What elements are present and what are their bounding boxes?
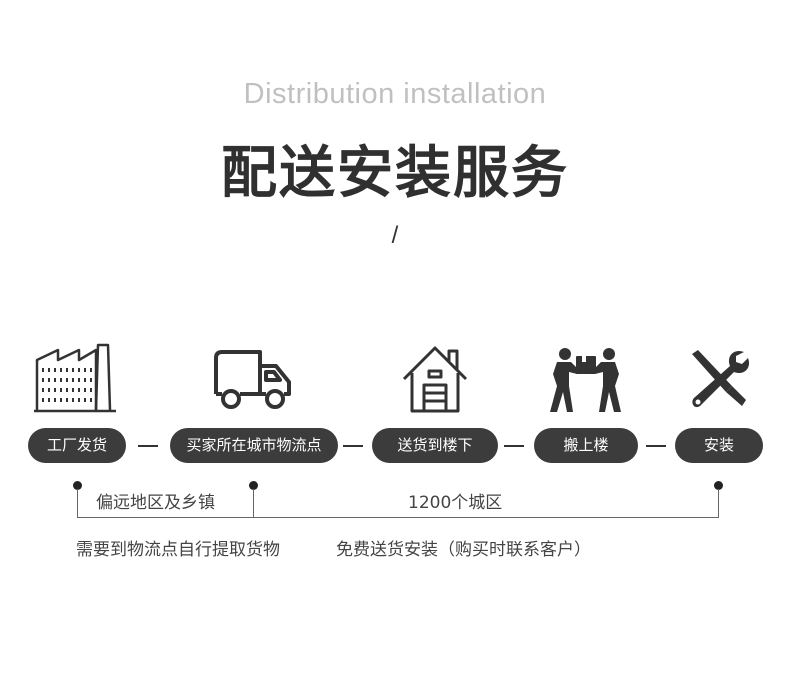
truck-icon xyxy=(214,350,291,409)
step-pill-factory-shipping: 工厂发货 xyxy=(28,428,126,463)
header-divider: / xyxy=(391,222,399,249)
free-delivery-note: 免费送货安装（购买时联系客户） xyxy=(336,540,591,560)
tools-icon xyxy=(692,350,750,408)
marker-dot xyxy=(73,481,82,490)
marker-dot xyxy=(249,481,258,490)
step-pill-installation: 安装 xyxy=(675,428,763,463)
city-coverage-label: 1200个城区 xyxy=(408,493,503,513)
bracket-line xyxy=(77,489,78,518)
step-pill-city-logistics: 买家所在城市物流点 xyxy=(170,428,338,463)
remote-areas-label: 偏远地区及乡镇 xyxy=(96,493,215,513)
step-connector xyxy=(138,445,158,447)
step-connector xyxy=(343,445,363,447)
movers-icon xyxy=(550,348,621,412)
house-icon xyxy=(402,346,468,413)
step-connector xyxy=(504,445,524,447)
marker-dot xyxy=(714,481,723,490)
step-pill-carry-upstairs: 搬上楼 xyxy=(534,428,638,463)
header-title: 配送安装服务 xyxy=(221,141,569,206)
remote-pickup-note: 需要到物流点自行提取货物 xyxy=(76,540,280,560)
header-subtitle: Distribution installation xyxy=(243,78,547,110)
bracket-line xyxy=(253,489,254,518)
step-pill-delivery-downstairs: 送货到楼下 xyxy=(372,428,498,463)
bracket-baseline xyxy=(77,517,719,518)
factory-icon xyxy=(34,343,116,413)
bracket-line xyxy=(718,489,719,518)
step-connector xyxy=(646,445,666,447)
